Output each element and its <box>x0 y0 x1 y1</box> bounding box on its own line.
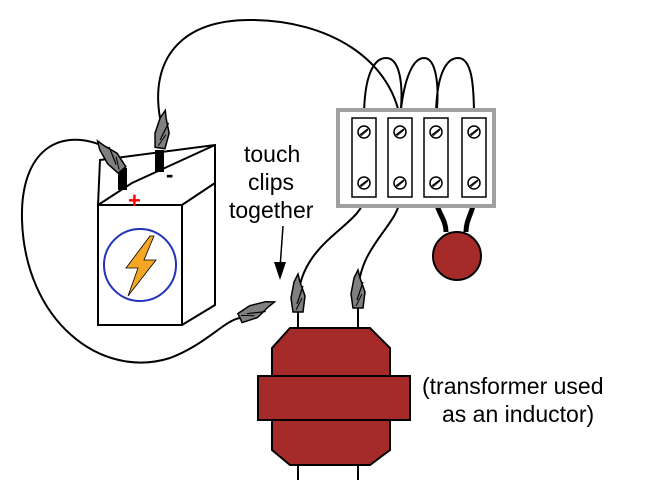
terminal-strip <box>336 108 496 208</box>
battery: + - <box>97 143 216 326</box>
lamp <box>432 231 482 281</box>
arrow-touch <box>274 225 286 280</box>
wire-positive-loop <box>20 138 241 364</box>
lightning-bolt-icon <box>125 235 157 297</box>
clip-free[interactable] <box>236 294 279 326</box>
battery-plus-sign: + <box>128 188 141 213</box>
label-touch-line1: touch <box>244 141 300 167</box>
label-touch-line2: clips <box>248 169 294 195</box>
label-transformer-line2: as an inductor) <box>442 401 594 427</box>
wire-loop-1 <box>363 56 403 119</box>
label-touch-line3: together <box>229 197 314 223</box>
battery-terminal-positive <box>118 168 127 190</box>
clip-transformer-right[interactable] <box>350 269 366 309</box>
wire-negative-to-strip <box>157 18 401 119</box>
label-transformer-line1: (transformer used <box>422 373 604 399</box>
clip-transformer-left[interactable] <box>290 273 306 313</box>
battery-terminal-negative <box>155 150 164 172</box>
transformer <box>257 327 411 466</box>
wire-strip-to-clip-right <box>357 196 401 296</box>
wire-loop-3 <box>435 56 475 119</box>
clip-negative[interactable] <box>152 108 173 150</box>
battery-minus-sign: - <box>166 162 173 187</box>
